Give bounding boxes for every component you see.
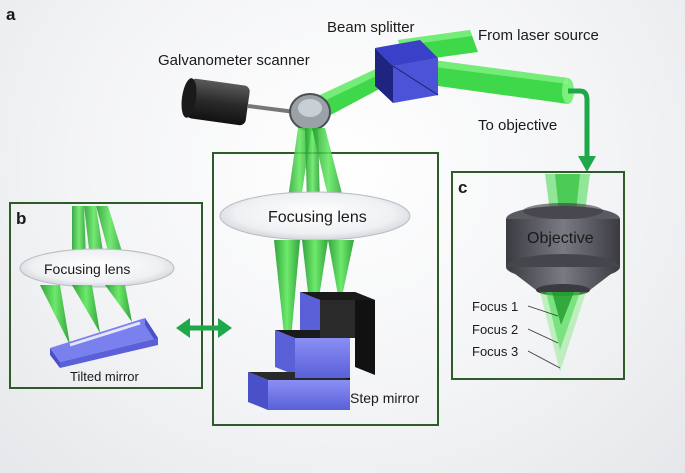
laser-source-label: From laser source xyxy=(478,27,599,44)
to-objective-label: To objective xyxy=(478,117,557,134)
tilted-mirror xyxy=(50,318,158,368)
center-focus-cones xyxy=(274,240,354,372)
panel-letter-b: b xyxy=(16,209,26,228)
center-lens-label: Focusing lens xyxy=(268,209,367,226)
step-mirror xyxy=(248,292,375,410)
panel-letter-a: a xyxy=(6,5,16,24)
focus-1-label: Focus 1 xyxy=(472,299,518,314)
tilted-mirror-label: Tilted mirror xyxy=(70,369,140,384)
focus-3-label: Focus 3 xyxy=(472,344,518,359)
galvanometer-scanner xyxy=(181,78,331,131)
panel-b-beams-upper xyxy=(72,206,124,258)
panel-letter-c: c xyxy=(458,178,467,197)
double-arrow xyxy=(176,318,232,338)
beam-splitter-cube xyxy=(375,40,439,103)
focus-leader-lines xyxy=(527,305,561,369)
galvanometer-label: Galvanometer scanner xyxy=(158,52,310,69)
panel-b-lens-label: Focusing lens xyxy=(44,261,130,277)
objective-lens xyxy=(506,203,620,296)
panel-b-frame xyxy=(9,202,203,389)
center-beams-upper xyxy=(287,128,345,205)
panel-b-focusing-lens xyxy=(19,248,175,288)
focus-2-label: Focus 2 xyxy=(472,322,518,337)
beam-splitter-label: Beam splitter xyxy=(327,19,415,36)
route-to-objective-arrow xyxy=(568,88,596,172)
panel-b-focus-cones xyxy=(40,285,132,345)
panel-c-beam-in xyxy=(545,174,590,212)
panel-c-frame xyxy=(451,171,625,380)
panel-c-focus-cones xyxy=(540,292,586,372)
objective-label: Objective xyxy=(527,230,594,247)
step-mirror-label: Step mirror xyxy=(350,390,420,406)
